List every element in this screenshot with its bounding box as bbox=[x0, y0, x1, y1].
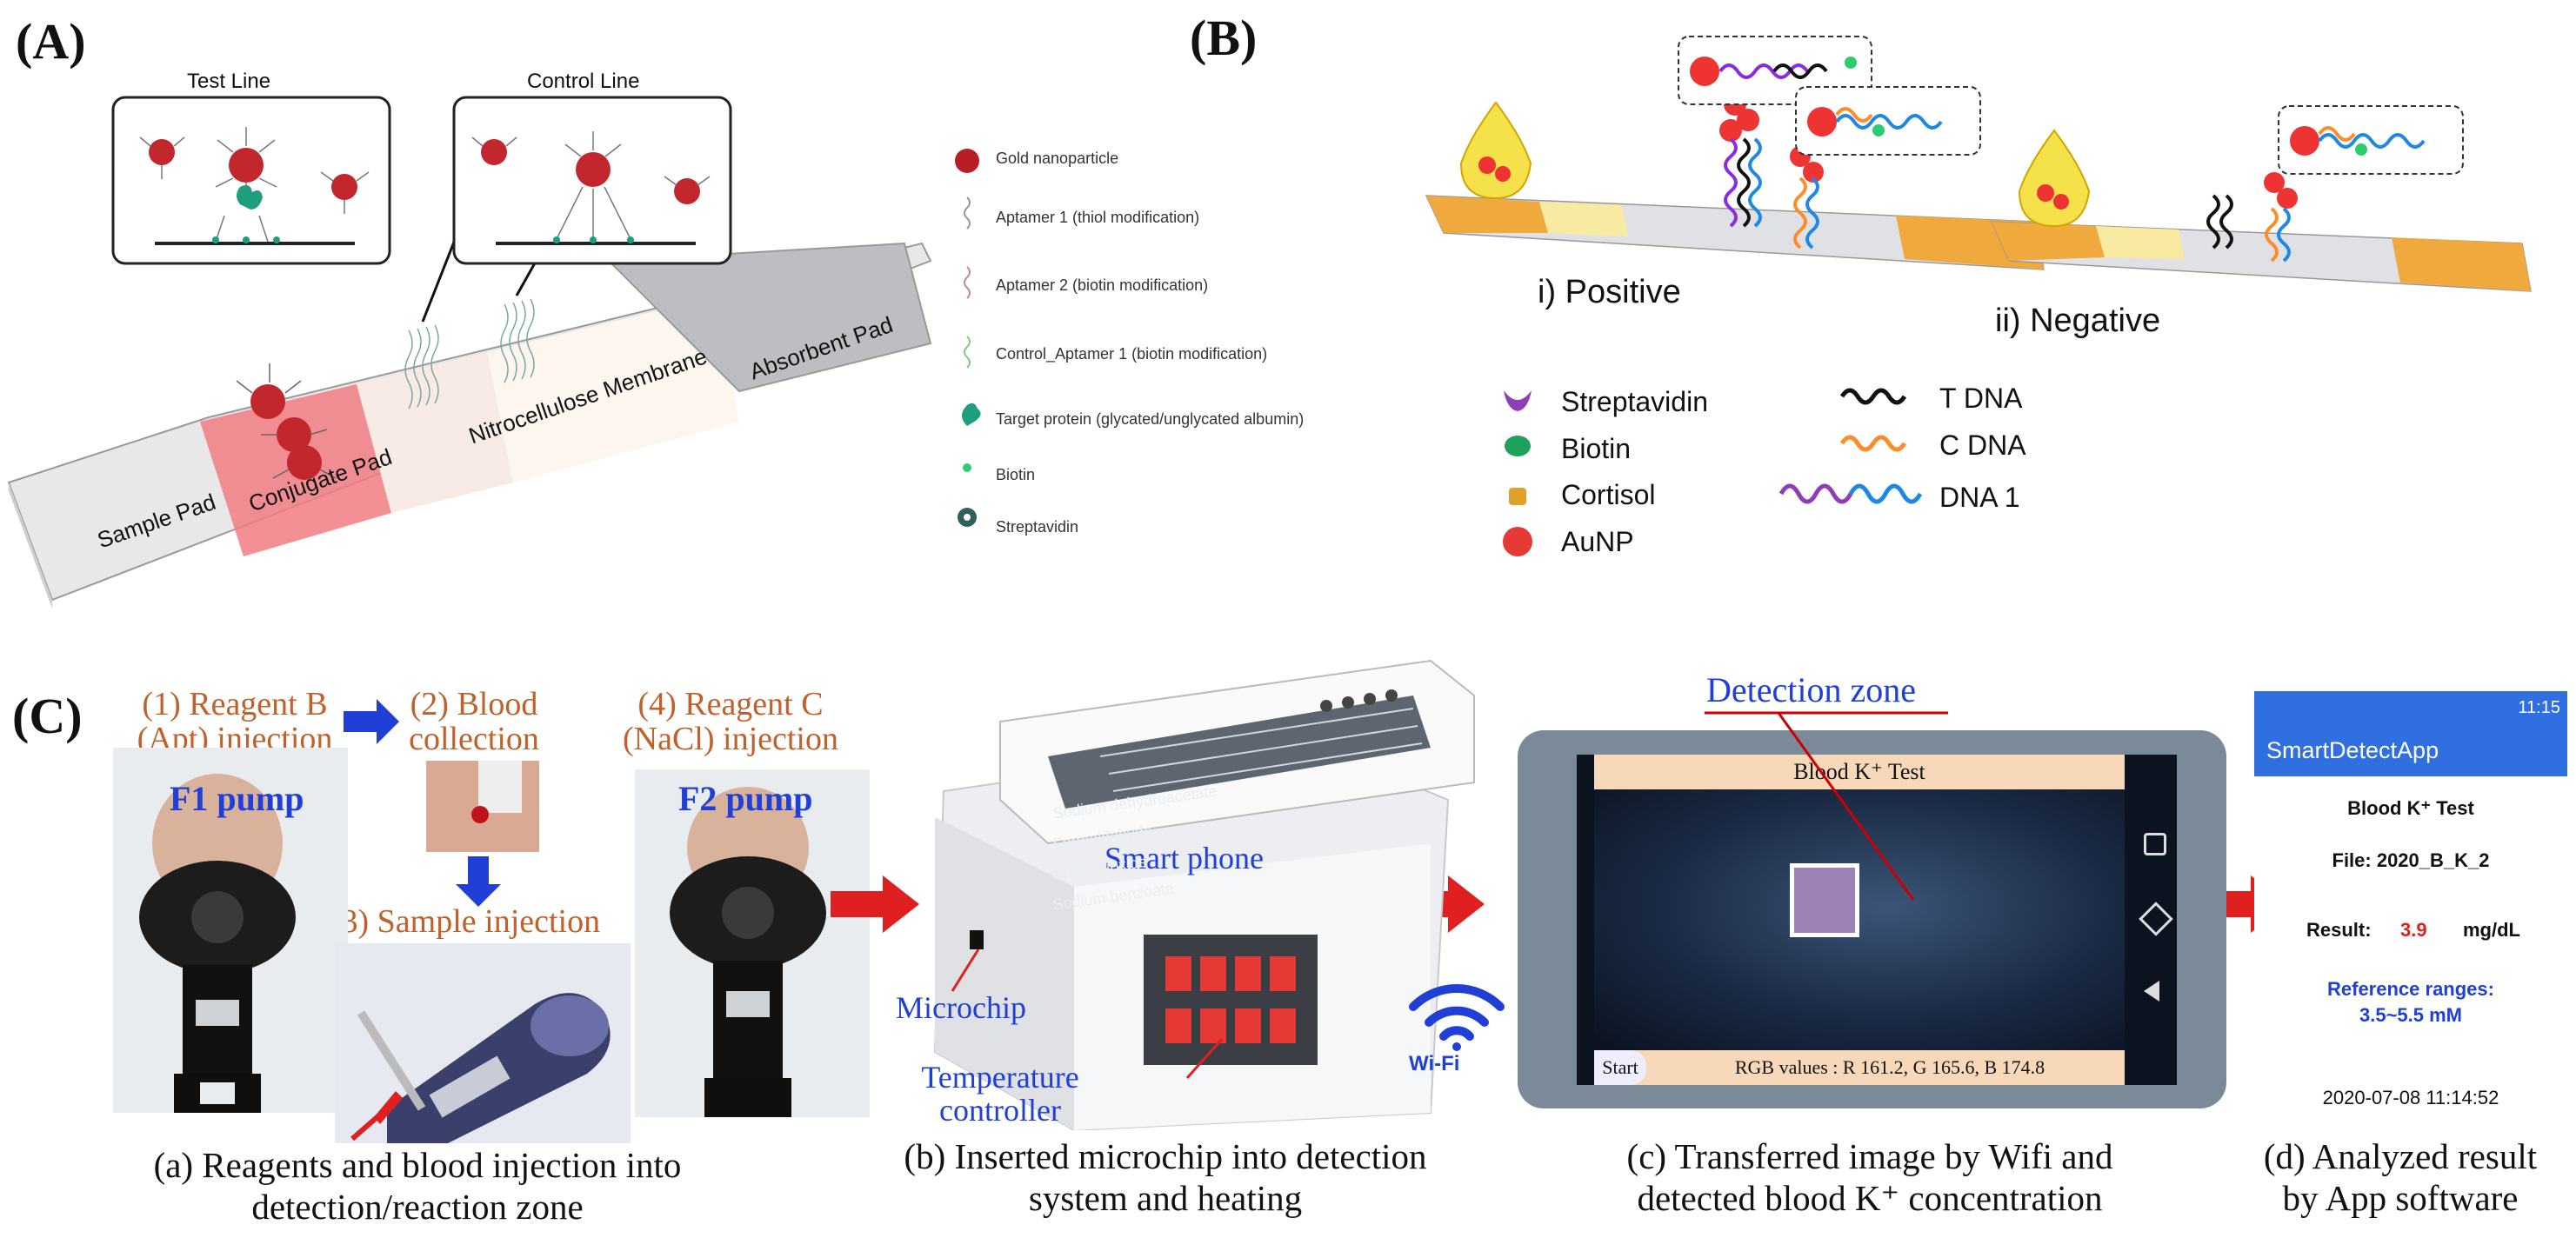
temperature-controller-label: Temperature controller bbox=[921, 1060, 1079, 1128]
control-aptamer-icon bbox=[964, 336, 971, 369]
legend-a-label-2: Aptamer 2 (biotin modification) bbox=[996, 276, 1209, 294]
sample-injection-photo bbox=[335, 943, 631, 1143]
legend-a-label-4: Target protein (glycated/unglycated albu… bbox=[996, 410, 1305, 428]
panel-label-a: (A) bbox=[16, 13, 86, 70]
step-1-label: (1) Reagent B (Apt) injection bbox=[137, 686, 333, 757]
app-timestamp: 2020-07-08 11:14:52 bbox=[2322, 1087, 2499, 1108]
red-arrow-1 bbox=[831, 875, 919, 933]
detection-zone-square bbox=[1790, 863, 1859, 937]
gold-nanoparticle-icon bbox=[955, 149, 979, 173]
caption-d: (d) Analyzed result by App software bbox=[2263, 1136, 2538, 1218]
app-screen: 11:15 SmartDetectApp Blood K⁺ Test File:… bbox=[2254, 691, 2567, 1074]
legend-b-left-icons bbox=[1503, 390, 1532, 556]
app-result-value: 3.9 bbox=[2400, 919, 2427, 941]
f2-pump-label: F2 pump bbox=[678, 779, 813, 818]
camera-preview bbox=[1594, 789, 2125, 1050]
aptamer1-icon bbox=[964, 196, 971, 230]
status-time: 11:15 bbox=[2518, 697, 2560, 717]
legend-b-label-t-dna: T DNA bbox=[1939, 383, 2023, 414]
app-ref-value: 3.5~5.5 mM bbox=[2359, 1004, 2462, 1026]
smart-phone-label: Smart phone bbox=[1104, 841, 1264, 875]
negative-label: ii) Negative bbox=[1995, 303, 2161, 339]
detection-zone-pointer bbox=[1705, 711, 1948, 901]
legend-b-label-streptavidin: Streptavidin bbox=[1561, 386, 1708, 417]
phone-screen-title: Blood K⁺ Test bbox=[1594, 755, 2125, 789]
app-ref-label: Reference ranges: bbox=[2327, 978, 2494, 1000]
microchip-label: Microchip bbox=[896, 990, 1026, 1025]
dna1-icon bbox=[1779, 483, 1923, 504]
wifi-icon bbox=[1409, 983, 1505, 1051]
control-line-inset bbox=[452, 96, 732, 265]
legend-b-label-c-dna: C DNA bbox=[1939, 429, 2026, 461]
app-test-title: Blood K⁺ Test bbox=[2347, 797, 2474, 819]
legend-b-label-aunp: AuNP bbox=[1561, 526, 1634, 557]
caption-a: (a) Reagents and blood injection into de… bbox=[153, 1145, 682, 1227]
app-file-name: File: 2020_B_K_2 bbox=[2332, 849, 2490, 871]
step-3-label: (3) Sample injection bbox=[330, 903, 601, 940]
phone-compound-list: Sodium dehydroacetate Formaldehyde Sulfu… bbox=[1052, 782, 1226, 914]
positive-label: i) Positive bbox=[1538, 274, 1681, 310]
biotin-icon bbox=[963, 463, 971, 472]
legend-b-label-cortisol: Cortisol bbox=[1561, 479, 1656, 510]
test-line-inset bbox=[111, 96, 391, 265]
rgb-values: RGB values : R 161.2, G 165.6, B 174.8 bbox=[1734, 1056, 2045, 1078]
cortisol-icon bbox=[1509, 488, 1526, 505]
legend-a-label-3: Control_Aptamer 1 (biotin modification) bbox=[996, 345, 1268, 363]
legend-a-label-6: Streptavidin bbox=[996, 518, 1079, 536]
app-result-label: Result: bbox=[2306, 919, 2372, 941]
caption-b: (b) Inserted microchip into detection sy… bbox=[904, 1136, 1427, 1218]
caption-c: (c) Transferred image by Wifi and detect… bbox=[1626, 1136, 2113, 1218]
legend-b-label-biotin: Biotin bbox=[1561, 433, 1632, 464]
lateral-flow-strip bbox=[7, 223, 932, 609]
legend-a-label-5: Biotin bbox=[996, 466, 1036, 483]
test-line-label: Test Line bbox=[187, 70, 271, 93]
detection-zone-label: Detection zone bbox=[1706, 670, 1916, 709]
step-2-label: (2) Blood collection bbox=[409, 686, 539, 757]
blue-arrow-2 bbox=[456, 856, 501, 907]
streptavidin-icon bbox=[958, 508, 977, 527]
panel-b: i) Positive ii) Negative Streptavidin Bi… bbox=[1391, 0, 2576, 626]
panel-a: Sample Pad Conjugate Pad Nitrocellulose … bbox=[0, 0, 1391, 626]
panel-b-strips bbox=[1425, 36, 2532, 292]
microchip-photo-f2 bbox=[635, 769, 870, 1117]
c-dna-icon bbox=[1839, 435, 1907, 452]
legend-a-label-0: Gold nanoparticle bbox=[996, 150, 1119, 167]
streptavidin-icon bbox=[1504, 390, 1532, 411]
biotin-icon bbox=[1505, 436, 1531, 456]
app-status-bar: 11:15 bbox=[2254, 691, 2567, 724]
phone-screen: Blood K⁺ Test Start RGB values : R 161.2… bbox=[1577, 755, 2177, 1085]
detection-system-photo bbox=[933, 659, 1475, 1130]
target-protein-icon bbox=[962, 403, 981, 426]
panel-label-c: (C) bbox=[12, 688, 83, 744]
home-icon[interactable] bbox=[2139, 902, 2173, 936]
panel-label-b: (B) bbox=[1190, 10, 1258, 66]
start-button[interactable]: Start bbox=[1594, 1050, 1646, 1085]
phone-screen-footer: Start RGB values : R 161.2, G 165.6, B 1… bbox=[1594, 1050, 2125, 1085]
legend-a-label-1: Aptamer 1 (thiol modification) bbox=[996, 209, 1200, 226]
wifi-label: Wi-Fi bbox=[1409, 1052, 1460, 1075]
f1-pump-label: F1 pump bbox=[170, 779, 304, 818]
aunp-icon bbox=[1503, 527, 1532, 556]
blood-collection-photo bbox=[426, 761, 539, 852]
blue-arrow-1 bbox=[344, 699, 399, 744]
back-icon[interactable] bbox=[2144, 981, 2159, 1002]
legend-b-right-icons bbox=[1779, 388, 1923, 504]
phone-body: Blood K⁺ Test Start RGB values : R 161.2… bbox=[1518, 730, 2226, 1108]
microchip-photo-f1 bbox=[113, 748, 348, 1113]
recent-apps-icon[interactable] bbox=[2144, 833, 2166, 855]
aptamer2-icon bbox=[964, 266, 971, 299]
control-line-label: Control Line bbox=[527, 70, 640, 93]
app-title-bar: SmartDetectApp bbox=[2254, 724, 2567, 776]
t-dna-icon bbox=[1839, 388, 1907, 405]
legend-a-icons bbox=[955, 149, 981, 527]
legend-b-label-dna1: DNA 1 bbox=[1939, 482, 2020, 513]
step-4-label: (4) Reagent C (NaCl) injection bbox=[623, 686, 838, 757]
app-result-unit: mg/dL bbox=[2463, 919, 2520, 941]
